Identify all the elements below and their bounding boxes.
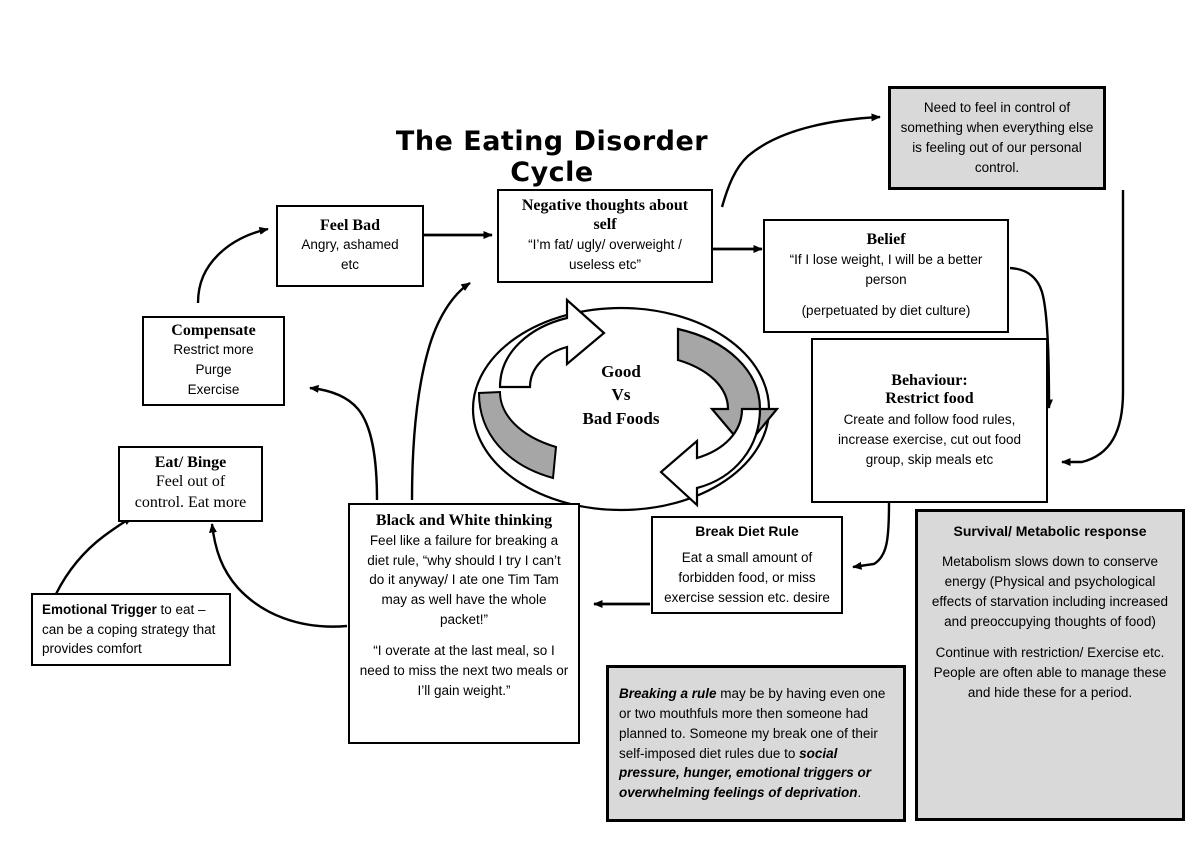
behaviour-body: Create and follow food rules, increase e… (837, 411, 1022, 467)
cycle-center-line2: Vs (611, 385, 631, 405)
need-control-body: Need to feel in control of something whe… (900, 100, 1094, 175)
edge-needcontrol-down (1061, 190, 1125, 466)
compensate-line3: Exercise (187, 382, 240, 398)
negative-thoughts-heading-line2: self (593, 216, 617, 234)
breaking-note-seg1: Breaking a rule (619, 685, 717, 701)
behaviour-heading-line2: Restrict food (885, 390, 974, 408)
node-belief[interactable]: Belief “If I lose weight, I will be a be… (763, 219, 1009, 333)
black-white-para1: Feel like a failure for breaking a diet … (367, 532, 561, 628)
belief-body-line2: (perpetuated by diet culture) (801, 302, 971, 318)
belief-body-line1: “If I lose weight, I will be a better pe… (789, 251, 983, 287)
edge-trigger-to-eatbinge (54, 515, 133, 595)
node-breaking-rule-note[interactable]: Breaking a rule may be by having even on… (606, 665, 906, 822)
emotional-trigger-body: Emotional Trigger to eat – can be a copi… (42, 600, 220, 660)
survival-para2: Continue with restriction/ Exercise etc.… (933, 644, 1167, 700)
node-black-white-thinking[interactable]: Black and White thinking Feel like a fai… (348, 503, 580, 744)
black-white-para2: “I overate at the last meal, so I need t… (359, 643, 569, 699)
cycle-center-line3: Bad Foods (582, 408, 660, 428)
breaking-note-seg4: . (857, 785, 862, 801)
break-rule-body: Eat a small amount of forbidden food, or… (664, 550, 830, 606)
compensate-line2: Purge (195, 362, 232, 378)
node-negative-thoughts[interactable]: Negative thoughts about self “I’m fat/ u… (497, 189, 713, 283)
node-break-diet-rule[interactable]: Break Diet Rule Eat a small amount of fo… (651, 516, 843, 614)
edge-blackwhite-to-negative (410, 281, 471, 501)
node-feel-bad[interactable]: Feel Bad Angry, ashamed etc (276, 205, 424, 287)
cycle-center-line1: Good (601, 362, 641, 381)
eat-binge-line1: Feel out of (155, 473, 226, 491)
breaking-note-seg2: may be by having even one or two mouthfu… (619, 685, 886, 761)
node-need-control[interactable]: Need to feel in control of something whe… (888, 86, 1106, 190)
compensate-heading: Compensate (171, 321, 256, 339)
edge-behaviour-to-breakrule (852, 502, 891, 570)
compensate-line1: Restrict more (173, 342, 254, 358)
emotional-trigger-seg1: Emotional Trigger (42, 601, 157, 617)
eat-binge-line2: control. Eat more (134, 494, 247, 512)
survival-para1: Metabolism slows down to conserve energy… (931, 553, 1169, 629)
break-rule-heading: Break Diet Rule (695, 523, 799, 539)
feel-bad-line1: Angry, ashamed (301, 237, 399, 253)
negative-thoughts-body: “I’m fat/ ugly/ overweight / useless etc… (528, 236, 682, 272)
breaking-note-body: Breaking a rule may be by having even on… (619, 684, 893, 804)
edge-compensate-to-feelbad (196, 226, 269, 304)
edge-blackwhite-to-eatbinge (209, 523, 348, 628)
breaking-note-seg3: social pressure, hunger, emotional trigg… (619, 745, 872, 801)
node-survival[interactable]: Survival/ Metabolic response Metabolism … (915, 509, 1185, 821)
cycle-center-label: Good Vs Bad Foods (556, 360, 686, 430)
cycle-arrow-upper-right (676, 327, 780, 450)
node-emotional-trigger[interactable]: Emotional Trigger to eat – can be a copi… (31, 593, 231, 666)
feel-bad-heading: Feel Bad (320, 216, 380, 234)
cycle-arrow-left-shadow (477, 390, 558, 480)
edge-blackwhite-to-compensate (309, 384, 379, 501)
node-compensate[interactable]: Compensate Restrict more Purge Exercise (142, 316, 285, 406)
feel-bad-line2: etc (340, 257, 359, 273)
negative-thoughts-heading-line1: Negative thoughts about (521, 197, 689, 215)
node-behaviour[interactable]: Behaviour: Restrict food Create and foll… (811, 338, 1048, 503)
emotional-trigger-seg2: to eat – can be a coping strategy that p… (42, 601, 216, 657)
page-title: The Eating Disorder Cycle (395, 126, 709, 188)
eat-binge-heading: Eat/ Binge (154, 453, 227, 471)
behaviour-heading-line1: Behaviour: (891, 371, 968, 389)
node-eat-binge[interactable]: Eat/ Binge Feel out of control. Eat more (118, 446, 263, 522)
belief-heading: Belief (866, 231, 906, 249)
survival-heading: Survival/ Metabolic response (953, 523, 1147, 539)
black-white-heading: Black and White thinking (375, 512, 553, 529)
